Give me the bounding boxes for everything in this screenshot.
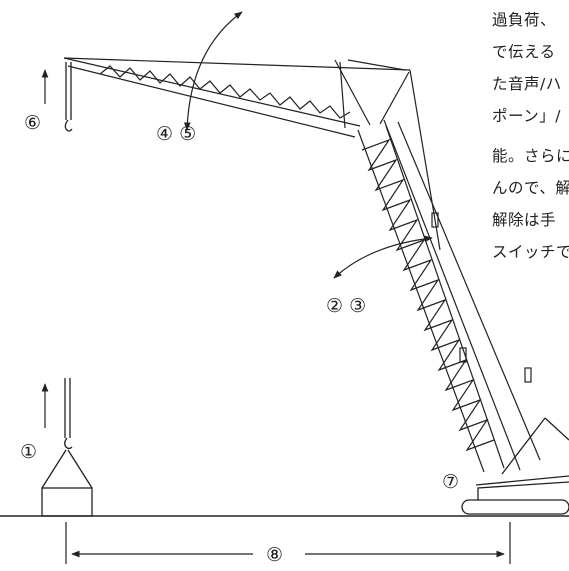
label-6: ⑥	[24, 112, 41, 134]
motion-arrows	[41, 11, 511, 564]
radius-label-gap	[253, 542, 305, 566]
boom-lattice	[357, 69, 541, 473]
label-2-3: ② ③	[326, 295, 366, 317]
label-7: ⑦	[442, 471, 459, 493]
text-line-2: で伝える	[492, 43, 556, 61]
jib-lattice	[63, 57, 411, 138]
text-line-8: スイッチで	[492, 243, 569, 261]
text-line-5: 能。さらに	[492, 147, 569, 165]
label-4-5: ④ ⑤	[156, 123, 196, 145]
text-line-4: ポーン」/	[492, 107, 561, 125]
jib-hook	[64, 62, 73, 132]
load-block	[41, 378, 93, 517]
label-8: ⑧	[266, 544, 283, 566]
text-line-7: 解除は手	[492, 211, 557, 229]
label-1: ①	[20, 441, 37, 463]
jib-luff-arrow	[183, 11, 243, 131]
boom-luff-arrow	[333, 235, 433, 279]
text-line-1: 過負荷、	[492, 11, 557, 29]
crawler-base	[461, 417, 569, 515]
text-line-6: んので、解	[492, 179, 569, 197]
text-line-3: た音声/ハ	[492, 75, 562, 93]
